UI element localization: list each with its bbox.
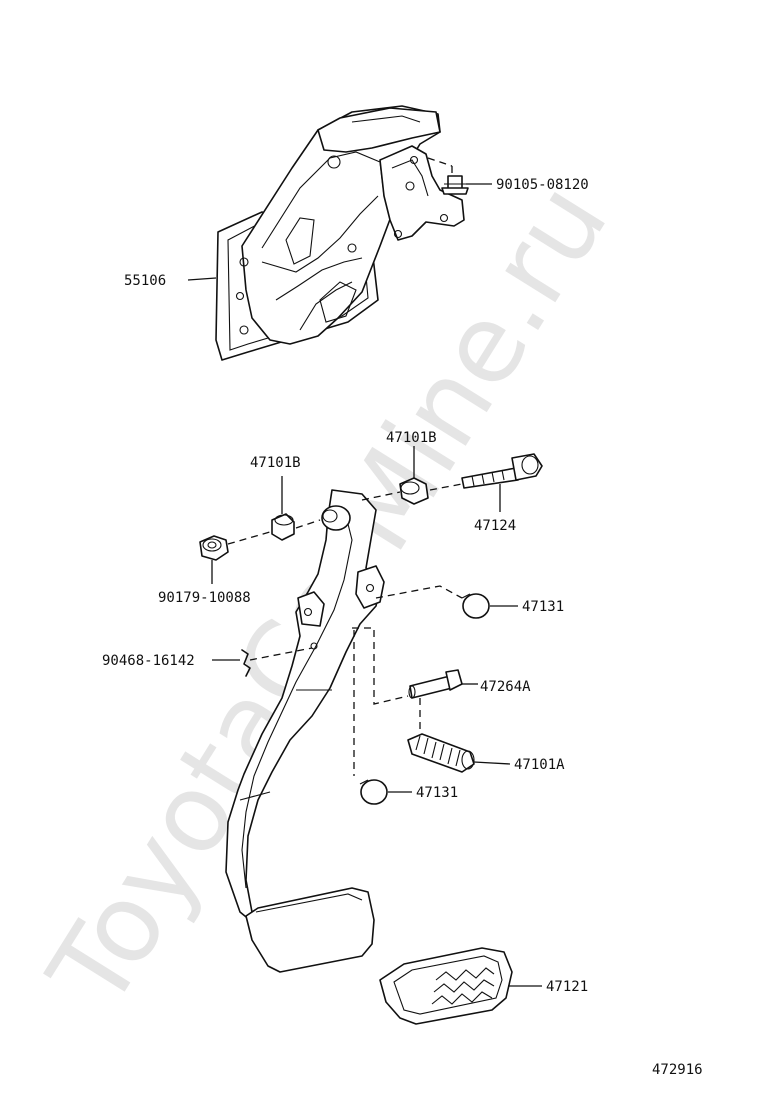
- pin: [408, 669, 463, 699]
- callout-47101B-left: 47101B: [250, 455, 301, 471]
- bushing-left: [271, 513, 295, 541]
- assembly-line: [352, 627, 409, 705]
- callout-47264A: 47264A: [480, 679, 531, 695]
- assembly-line: [429, 483, 463, 491]
- leader-line: [473, 761, 511, 765]
- callout-90179-10088: 90179-10088: [158, 590, 251, 606]
- callout-47101A: 47101A: [514, 757, 565, 773]
- callout-90105-08120: 90105-08120: [496, 177, 589, 193]
- callout-90468-16142: 90468-16142: [102, 653, 195, 669]
- pivot-bolt: [461, 453, 543, 489]
- pedal-arm: [225, 489, 385, 931]
- callout-55106: 55106: [124, 273, 166, 289]
- callout-47131-upper: 47131: [522, 599, 564, 615]
- callout-47124: 47124: [474, 518, 516, 534]
- callout-47121: 47121: [546, 979, 588, 995]
- stopper-upper: [461, 593, 490, 619]
- stopper-lower: [359, 779, 388, 805]
- callout-47101B-right: 47101B: [386, 430, 437, 446]
- bracket-bolt: [427, 157, 469, 195]
- assembly-line: [295, 519, 321, 529]
- assembly-line: [227, 531, 271, 545]
- assembly-line: [249, 647, 313, 661]
- leader-line: [187, 277, 217, 281]
- clip: [241, 649, 251, 677]
- pedal-bracket: [215, 105, 465, 361]
- pedal-pad-mounted: [245, 887, 375, 973]
- callout-47131-lower: 47131: [416, 785, 458, 801]
- pedal-pad: [379, 947, 513, 1025]
- assembly-line: [375, 585, 463, 599]
- assembly-line: [361, 491, 401, 501]
- return-spring: [407, 733, 475, 773]
- nut: [199, 535, 229, 561]
- diagram-number: 472916: [652, 1062, 703, 1078]
